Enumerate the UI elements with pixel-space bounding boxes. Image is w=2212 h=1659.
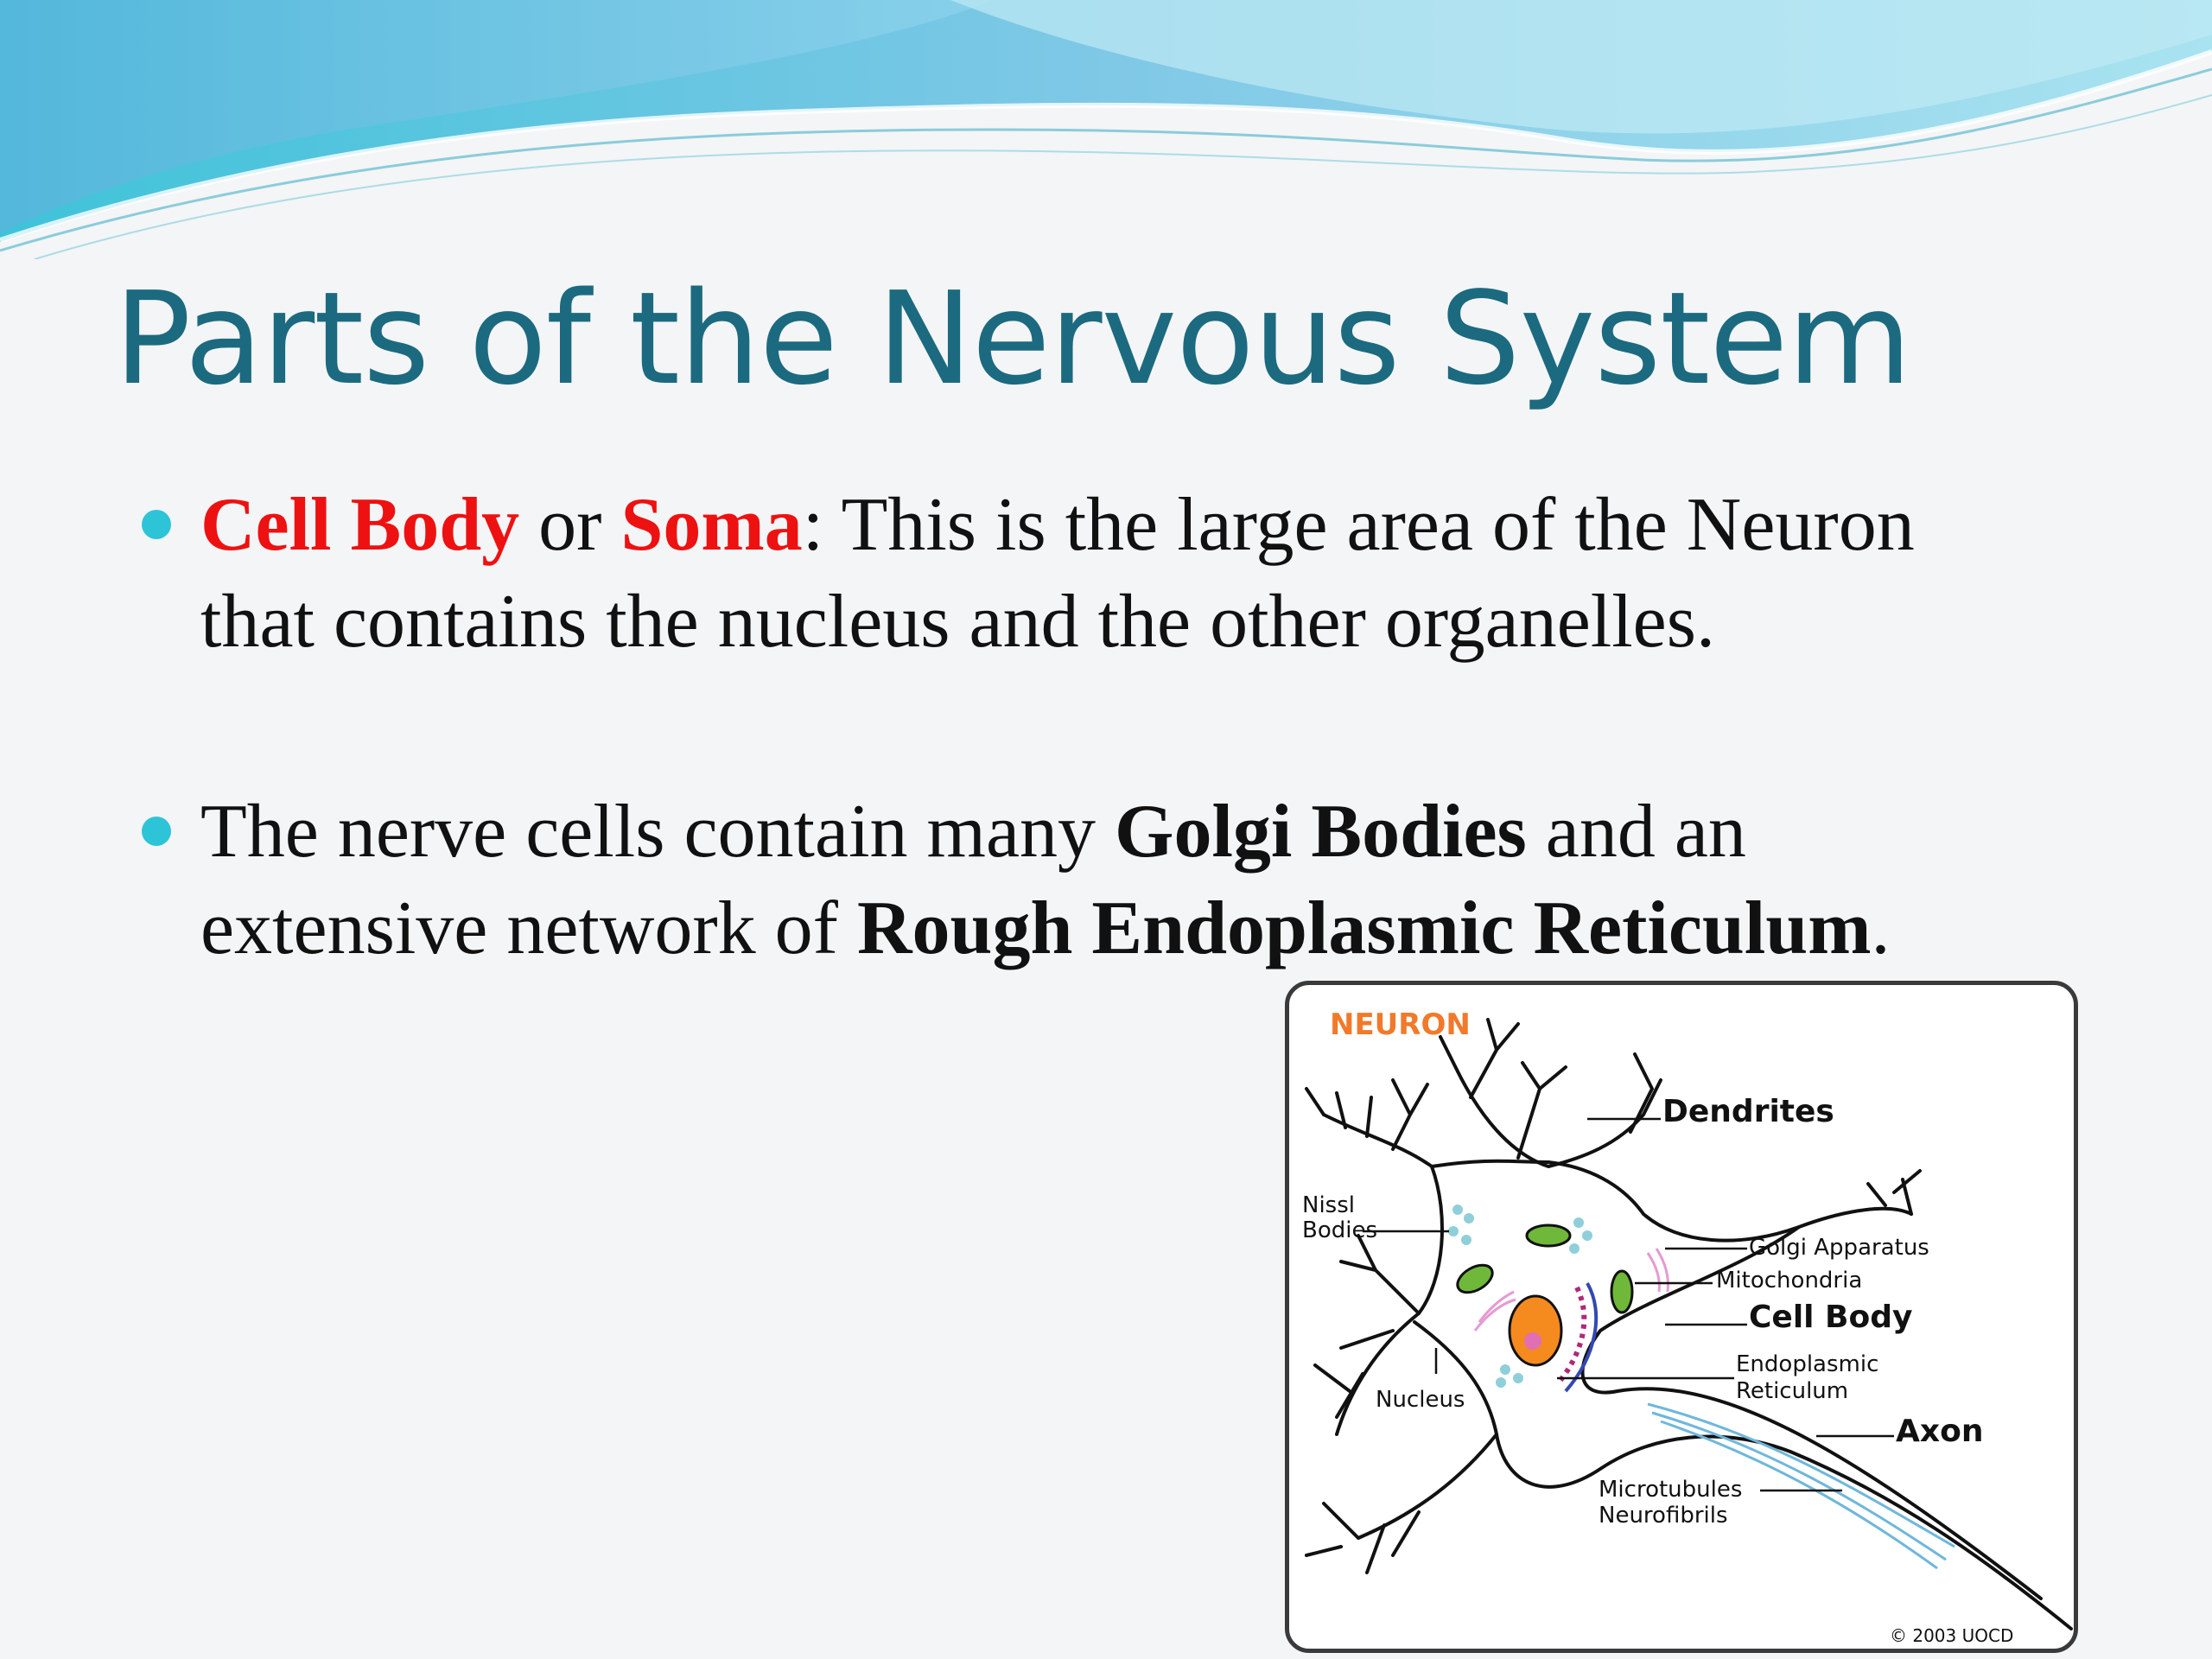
bullet-text: The nerve cells contain many <box>200 790 1116 874</box>
label-nucleus: Nucleus <box>1376 1387 1465 1413</box>
label-mitochondria: Mitochondria <box>1716 1268 1862 1294</box>
nucleus-shape <box>1508 1294 1563 1367</box>
nissl-bodies <box>1448 1205 1592 1388</box>
bullet-dot-icon <box>142 817 171 846</box>
label-axon: Axon <box>1896 1414 1983 1449</box>
label-nissl-line1: Nissl <box>1302 1192 1355 1218</box>
label-nissl-line2: Bodies <box>1302 1217 1377 1243</box>
bullet-golgi: The nerve cells contain many Golgi Bodie… <box>142 784 1998 977</box>
label-cell-body: Cell Body <box>1749 1300 1912 1335</box>
nucleolus <box>1524 1332 1541 1350</box>
header-wave-decoration <box>0 0 2212 259</box>
bullet-dot-icon <box>142 510 171 539</box>
slide-title: Parts of the Nervous System <box>114 264 1912 413</box>
mitochondria <box>1456 1224 1634 1314</box>
label-microtubules: Microtubules <box>1599 1477 1742 1503</box>
rough-er-ribosomes <box>1556 1286 1587 1384</box>
neuron-outline <box>1305 1018 2073 1630</box>
label-leader-lines <box>1363 1117 1894 1492</box>
bullet-text: and an extensive network of <box>200 790 1746 970</box>
connector-text: or <box>519 483 621 567</box>
bullet-text: . <box>1871 887 1891 970</box>
label-golgi-apparatus: Golgi Apparatus <box>1749 1235 1929 1261</box>
label-er-line2: Reticulum <box>1736 1378 1848 1404</box>
microtubules <box>1647 1402 1955 1570</box>
term-rough-er: Rough Endoplasmic Reticulum <box>857 887 1872 970</box>
term-soma: Soma <box>620 483 803 567</box>
term-cell-body: Cell Body <box>200 483 520 567</box>
term-golgi-bodies: Golgi Bodies <box>1115 790 1527 874</box>
label-neurofibrils: Neurofibrils <box>1599 1503 1728 1529</box>
copyright-text: © 2003 UOCD <box>1890 1625 2013 1646</box>
diagram-heading: NEURON <box>1330 1007 1471 1042</box>
bullet-text: : This is the large area of the Neuron t… <box>200 483 1915 664</box>
golgi-apparatus <box>1473 1248 1669 1332</box>
neuron-diagram: NEURON Dendrites Nissl Bodies Golgi Appa… <box>1285 981 2078 1653</box>
bullet-cell-body: Cell Body or Soma: This is the large are… <box>142 477 1998 671</box>
neuron-illustration: NEURON Dendrites Nissl Bodies Golgi Appa… <box>1302 1007 2073 1646</box>
label-dendrites: Dendrites <box>1662 1094 1834 1129</box>
label-er-line1: Endoplasmic <box>1736 1351 1878 1377</box>
